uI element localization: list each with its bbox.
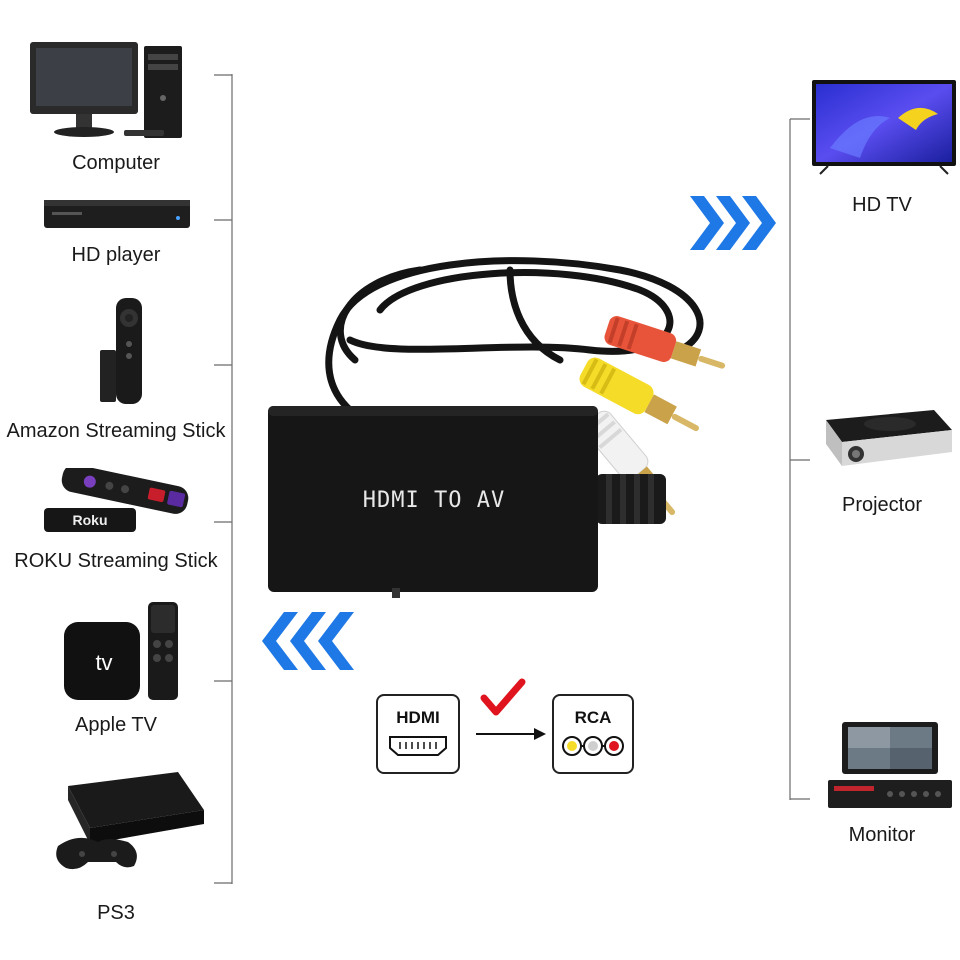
- check-icon: [480, 678, 526, 716]
- source-label-amazon: Amazon Streaming Stick: [6, 420, 226, 442]
- computer-icon: [30, 42, 182, 138]
- apple-tv-logo-text: tv: [95, 650, 112, 675]
- apple-tv-icon: tv: [64, 602, 178, 700]
- roku-logo-text: Roku: [73, 512, 108, 528]
- display-label-hdtv: HD TV: [852, 194, 912, 216]
- input-arrows-icon: [262, 612, 354, 670]
- converter-label: HDMI TO AV: [362, 488, 506, 513]
- monitor-icon: [828, 722, 952, 808]
- right-arrow-icon: [534, 728, 546, 740]
- source-bracket-line: [214, 74, 233, 884]
- display-bracket-line: [789, 118, 810, 800]
- source-label-computer: Computer: [72, 152, 160, 174]
- projector-icon: [826, 410, 952, 466]
- amazon-stick-icon: [100, 298, 142, 404]
- rca-plugs: [574, 316, 726, 516]
- tv-icon: [812, 80, 956, 175]
- rca-jacks-icon: [562, 736, 624, 756]
- source-label-roku: ROKU Streaming Stick: [14, 550, 218, 572]
- roku-stick-icon: Roku: [44, 468, 189, 532]
- source-label-hd-player: HD player: [71, 244, 161, 266]
- hd-player-icon: [44, 200, 190, 228]
- output-arrows-icon: [690, 196, 776, 250]
- source-label-ps3: PS3: [97, 902, 135, 924]
- hdmi-port-icon: [389, 736, 447, 756]
- ps3-icon: [56, 772, 204, 870]
- display-label-projector: Projector: [841, 494, 923, 516]
- rca-badge-label: RCA: [574, 708, 612, 727]
- strain-relief: [596, 474, 666, 524]
- display-label-monitor: Monitor: [848, 824, 916, 846]
- converter-illustration: [268, 257, 726, 598]
- converter-box: [268, 406, 598, 592]
- hdmi-badge: HDMI: [376, 694, 460, 774]
- hdmi-badge-label: HDMI: [396, 708, 440, 727]
- rca-badge: RCA: [552, 694, 634, 774]
- conversion-arrow-check: [476, 678, 546, 740]
- source-label-apple-tv: Apple TV: [75, 714, 157, 736]
